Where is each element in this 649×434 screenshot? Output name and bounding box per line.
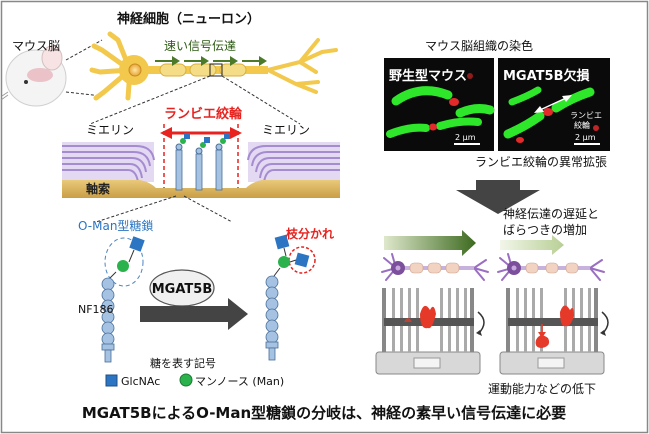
delay-label-2: ばらつきの増加	[503, 223, 587, 237]
myelin-sheath-left	[62, 142, 155, 183]
slow-conduction-arrow	[500, 235, 564, 255]
neuron-wildtype-small	[381, 253, 489, 281]
motor-decline-label: 運動能力などの低下	[488, 382, 596, 396]
zoom-line	[183, 195, 233, 223]
ranvier-annotation-2: 絞輪	[574, 120, 590, 130]
neuron-knockout-small	[497, 253, 605, 281]
nf186-protein-after	[265, 234, 316, 361]
wildtype-label: 野生型マウス	[389, 68, 467, 84]
mouse-brain-label: マウス脳	[12, 39, 60, 53]
knockout-stain-image	[498, 58, 610, 151]
ranvier-annotation-1: ランビエ	[570, 111, 602, 120]
normal-conduction-arrow	[384, 230, 476, 256]
scale-bar-right-label: 2 μm	[575, 133, 596, 142]
ranvier-pointer-arrow	[539, 97, 567, 111]
ranvier-node-label: ランビエ絞輪	[164, 106, 243, 122]
abnormal-expansion-label: ランビエ絞輪の異常拡張	[475, 154, 607, 169]
wildtype-stain-image	[384, 58, 495, 151]
nf186-label: NF186	[78, 303, 114, 316]
oman-glycan-label: O-Man型糖鎖	[78, 218, 153, 233]
ranvier-pointer-arrowhead	[562, 95, 572, 102]
legend-title: 糖を表す記号	[150, 356, 216, 370]
myelin-label-right: ミエリン	[262, 123, 310, 137]
rotarod-wildtype	[375, 288, 485, 375]
mgat5b-label: MGAT5B	[152, 282, 212, 297]
myelin-label-left: ミエリン	[86, 123, 134, 137]
rotarod-knockout	[499, 288, 609, 375]
axon-label: 軸索	[86, 181, 110, 196]
zoom-box	[209, 63, 223, 77]
ranvier-pointer-arrowtail	[534, 106, 544, 113]
reaction-arrow	[140, 298, 248, 330]
mouse-illustration	[0, 45, 67, 107]
knockout-label: MGAT5B欠損	[503, 68, 590, 84]
myelin-sheath-right	[247, 142, 340, 183]
fast-signal-arrows	[155, 56, 267, 66]
down-arrow	[456, 180, 540, 214]
ranvier-width-arrow	[160, 127, 242, 139]
legend-man-label: マンノース (Man)	[195, 375, 284, 388]
zoom-line	[221, 75, 301, 125]
zoom-line	[65, 39, 103, 61]
scale-bar-left-label: 2 μm	[455, 133, 476, 142]
nf186-protein-before	[101, 236, 145, 363]
delay-label-1: 神経伝達の遅延と	[503, 207, 599, 221]
mannose-circle-icon	[179, 373, 193, 387]
legend-glcnac-label: GlcNAc	[121, 375, 160, 388]
neuron-title: 神経細胞（ニューロン）	[117, 11, 260, 27]
glcnac-square-icon	[105, 374, 118, 387]
zoom-line	[95, 195, 177, 223]
node-proteins	[175, 133, 230, 191]
branching-label: 枝分かれ	[285, 226, 334, 241]
conclusion-text: MGAT5BによるO-Man型糖鎖の分岐は、神経の素早い信号伝達に必要	[82, 404, 566, 422]
fast-signal-label: 速い信号伝達	[164, 39, 236, 53]
stain-title: マウス脳組織の染色	[425, 38, 533, 53]
zoom-line	[89, 75, 211, 125]
